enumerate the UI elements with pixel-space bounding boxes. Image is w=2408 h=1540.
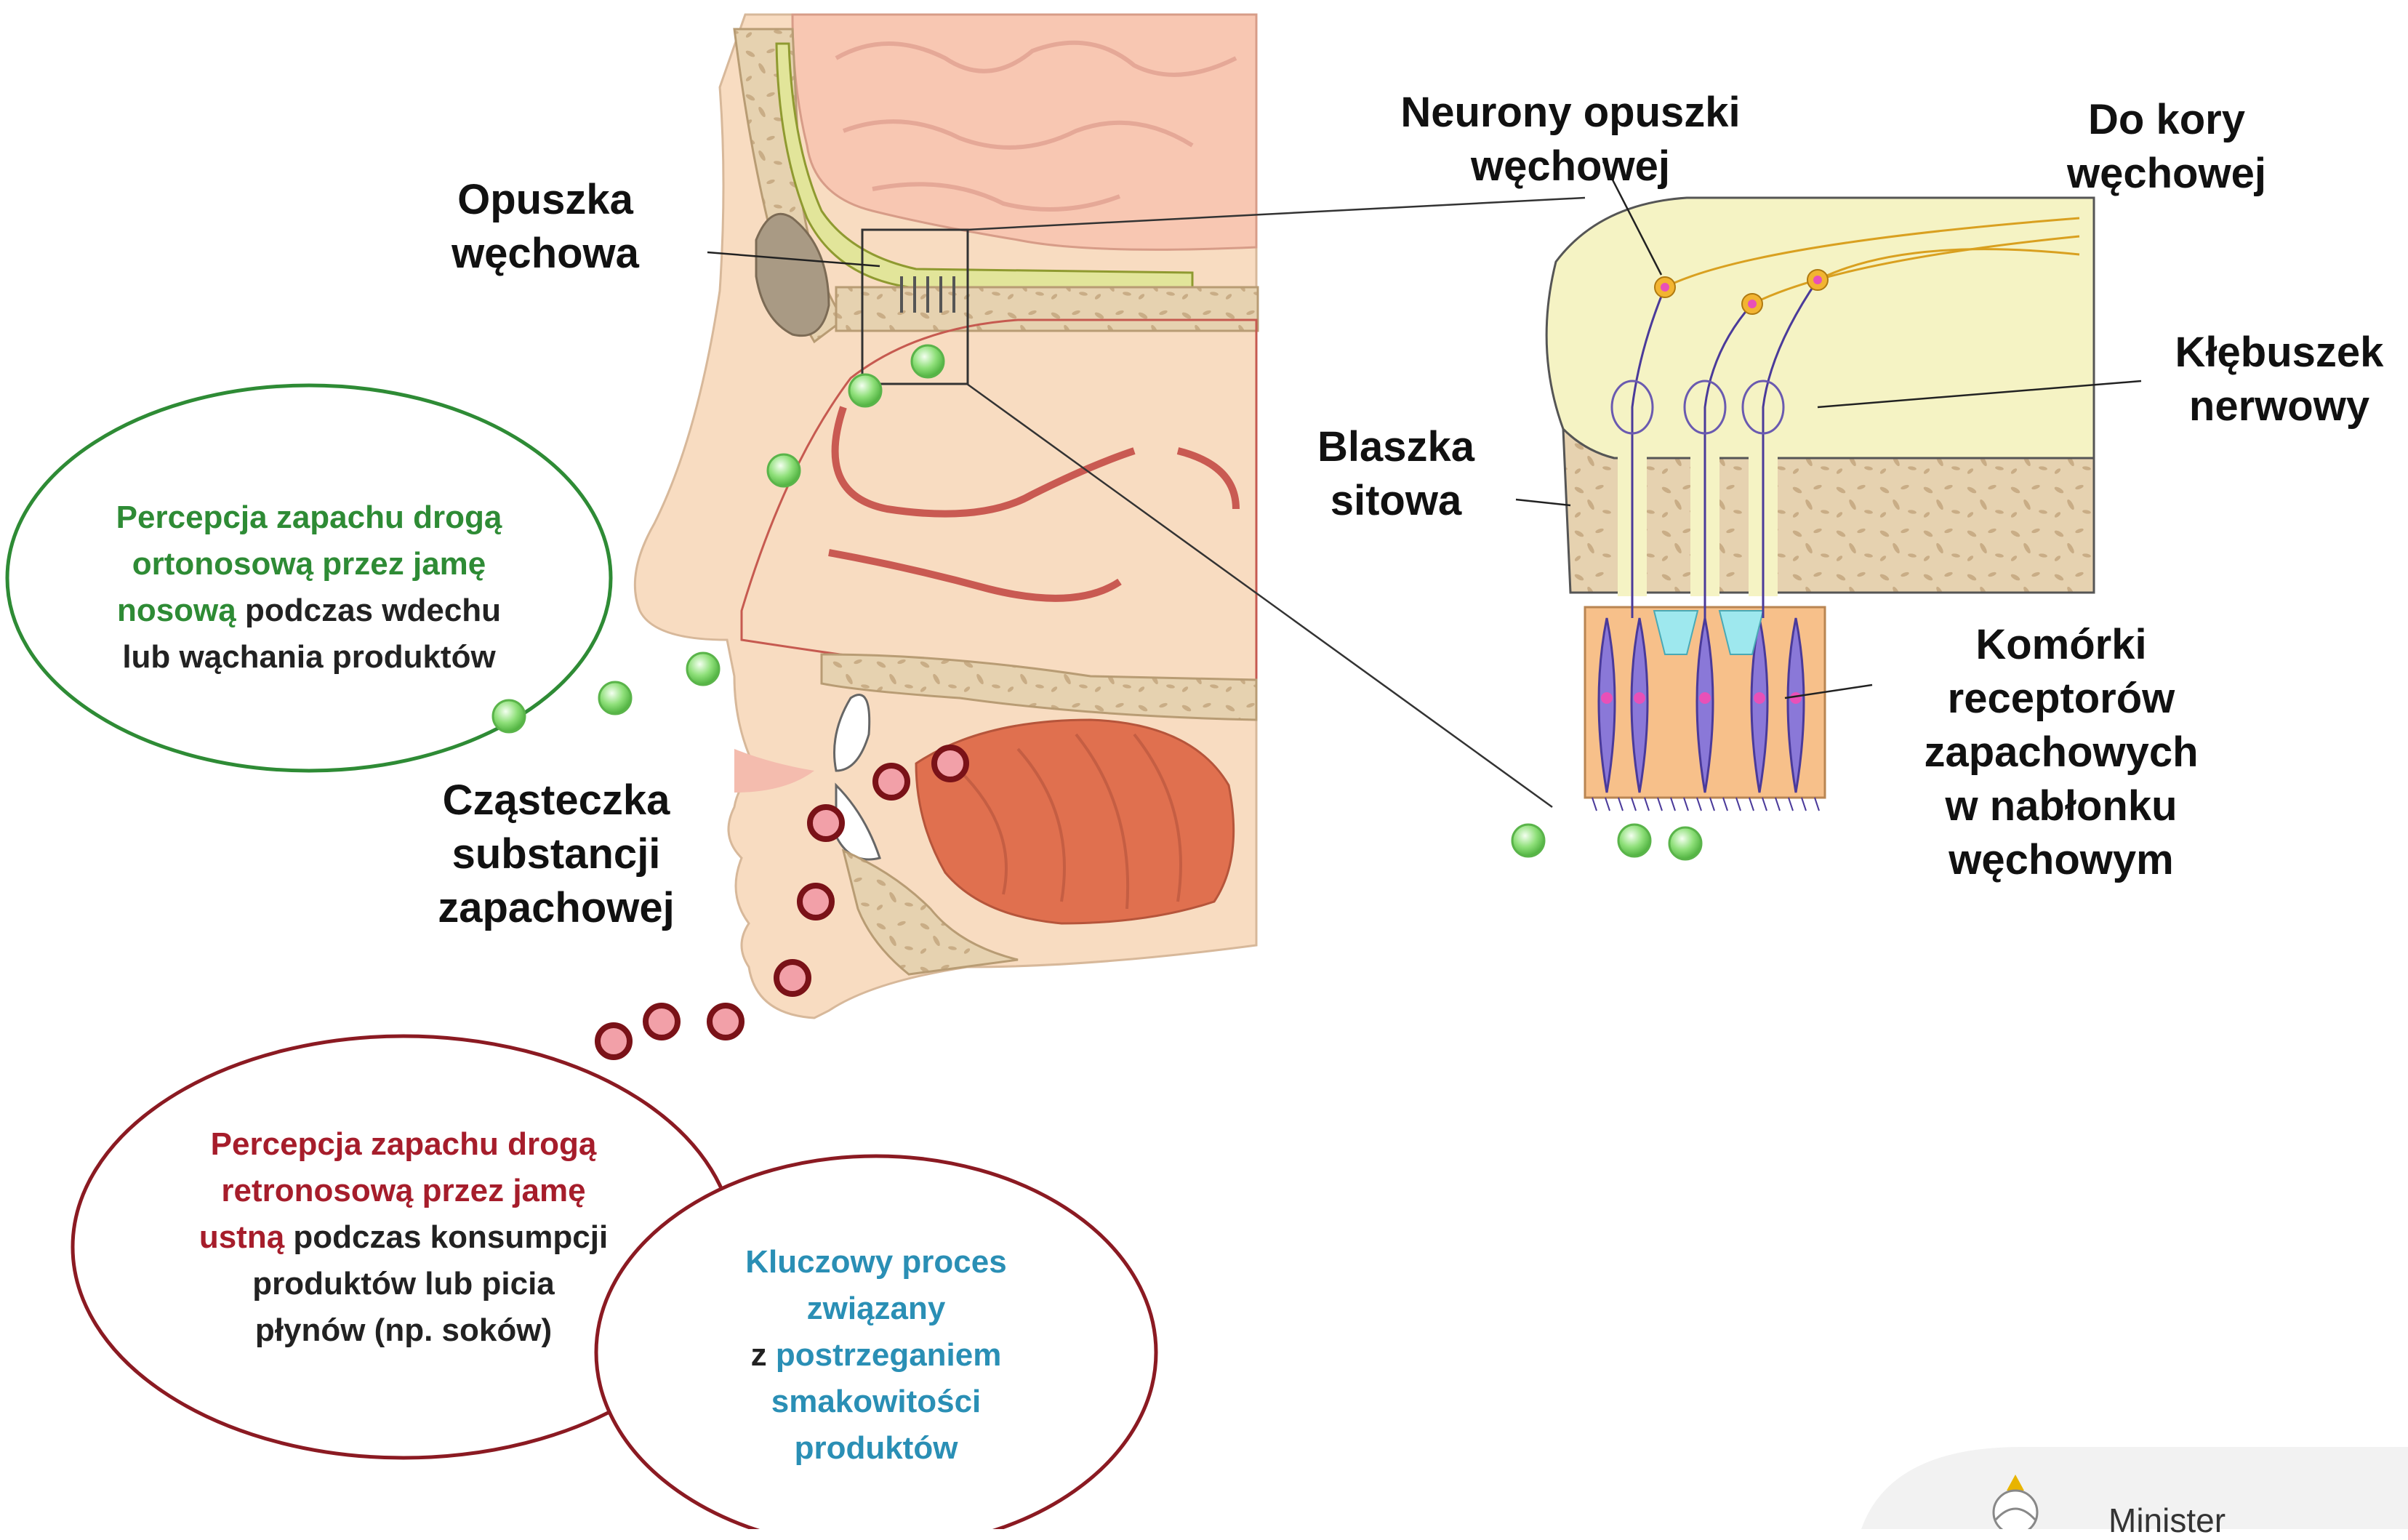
bubble-segment: retronosową przez jamę — [221, 1173, 585, 1208]
green-odor-particle — [599, 682, 631, 714]
label-bulb-neurons: Neurony opuszki węchowej — [1367, 86, 1774, 193]
red-odor-particle — [710, 1006, 742, 1038]
label-olfactory-bulb: Opuszka węchowa — [422, 173, 669, 281]
cilium — [1762, 798, 1767, 811]
red-odor-particle — [776, 962, 808, 994]
cilium — [1592, 798, 1597, 811]
green-odor-particle — [1512, 825, 1544, 857]
bubble-segment: związany — [807, 1291, 946, 1326]
bubble-line: Percepcja zapachu drogą — [29, 494, 589, 541]
logo-text: Minister — [2108, 1501, 2226, 1540]
retronasal-text: Percepcja zapachu drogą retronosową przez… — [116, 1121, 691, 1354]
key-process-text: Kluczowy proces związany z postrzeganiem sm… — [640, 1239, 1112, 1472]
bubble-segment: nosową — [117, 593, 236, 628]
bubble-line: ortonosową przez jamę — [29, 541, 589, 587]
cilium — [1749, 798, 1754, 811]
red-odor-particle — [810, 807, 842, 839]
cilium — [1645, 798, 1649, 811]
bubble-line: ustną podczas konsumpcji — [116, 1214, 691, 1261]
bubble-line: płynów (np. soków) — [116, 1307, 691, 1354]
cilium — [1697, 798, 1701, 811]
bubble-line: produktów lub picia — [116, 1261, 691, 1307]
green-odor-particle — [687, 653, 719, 685]
green-odor-particle — [912, 345, 944, 377]
green-odor-particle — [493, 700, 525, 732]
receptor-nucleus — [1754, 692, 1765, 704]
label-to-cortex: Do kory węchowej — [2050, 93, 2283, 201]
bubble-segment: płynów (np. soków) — [255, 1312, 552, 1348]
receptor-nucleus — [1790, 692, 1802, 704]
bubble-line: retronosową przez jamę — [116, 1168, 691, 1214]
bubble-segment: z — [751, 1337, 776, 1373]
bubble-line: smakowitości — [640, 1379, 1112, 1425]
cilium — [1723, 798, 1727, 811]
neuron-nucleus — [1813, 276, 1822, 284]
bubble-segment: lub wąchania produktów — [122, 639, 495, 675]
bubble-segment: podczas konsumpcji — [284, 1219, 608, 1255]
cilium — [1658, 798, 1662, 811]
bubble-segment: Percepcja zapachu drogą — [211, 1126, 597, 1162]
bubble-line: Percepcja zapachu drogą — [116, 1121, 691, 1168]
cilium — [1815, 798, 1819, 811]
cilium — [1802, 798, 1806, 811]
green-odor-particle — [768, 454, 800, 486]
bubble-segment: produktów lub picia — [252, 1266, 555, 1302]
head-cross-section — [635, 15, 1258, 1018]
bubble-segment: podczas wdechu — [236, 593, 501, 628]
bubble-line: nosową podczas wdechu — [29, 587, 589, 634]
cilium — [1632, 798, 1636, 811]
bubble-segment: ustną — [199, 1219, 284, 1255]
bubble-segment: postrzeganiem — [776, 1337, 1002, 1373]
neuron-nucleus — [1748, 300, 1757, 308]
green-odor-particle — [849, 374, 881, 406]
bubble-line: Kluczowy proces — [640, 1239, 1112, 1286]
receptor-nucleus — [1699, 692, 1711, 704]
bubble-line: lub wąchania produktów — [29, 634, 589, 681]
bubble-line: związany — [640, 1286, 1112, 1332]
bubble-segment: Percepcja zapachu drogą — [116, 500, 502, 535]
red-odor-particle — [875, 766, 907, 798]
green-odor-particle — [1669, 827, 1701, 859]
cilium — [1671, 798, 1675, 811]
label-odor-molecule: Cząsteczka substancji zapachowej — [407, 774, 705, 935]
label-cribriform-plate: Blaszka sitowa — [1294, 420, 1498, 528]
red-odor-particle — [934, 747, 966, 779]
cilium — [1684, 798, 1688, 811]
red-odor-particle — [598, 1025, 630, 1057]
cilium — [1605, 798, 1610, 811]
bubble-line: produktów — [640, 1425, 1112, 1472]
bubble-segment: ortonosową przez jamę — [132, 546, 486, 582]
cilium — [1736, 798, 1741, 811]
bubble-line: z postrzeganiem — [640, 1332, 1112, 1379]
cilium — [1789, 798, 1793, 811]
red-odor-particle — [800, 886, 832, 918]
cilium — [1710, 798, 1714, 811]
label-receptor-cells: Komórki receptorów zapachowych w nabłonk… — [1883, 618, 2239, 887]
cilium — [1775, 798, 1780, 811]
bubble-segment: produktów — [795, 1430, 958, 1466]
orthonasal-text: Percepcja zapachu drogą ortonosową przez … — [29, 494, 589, 681]
green-odor-particle — [1618, 825, 1650, 857]
red-odor-particle — [646, 1006, 678, 1038]
bubble-segment: Kluczowy proces — [745, 1244, 1006, 1280]
receptor-nucleus — [1634, 692, 1645, 704]
leader-cribriform — [1516, 500, 1570, 505]
bulb-region — [1546, 198, 2094, 458]
receptor-nucleus — [1601, 692, 1613, 704]
neuron-nucleus — [1661, 283, 1669, 292]
label-glomerulus: Kłębuszek nerwowy — [2152, 326, 2407, 433]
bubble-segment: smakowitości — [771, 1384, 982, 1419]
cilium — [1618, 798, 1623, 811]
